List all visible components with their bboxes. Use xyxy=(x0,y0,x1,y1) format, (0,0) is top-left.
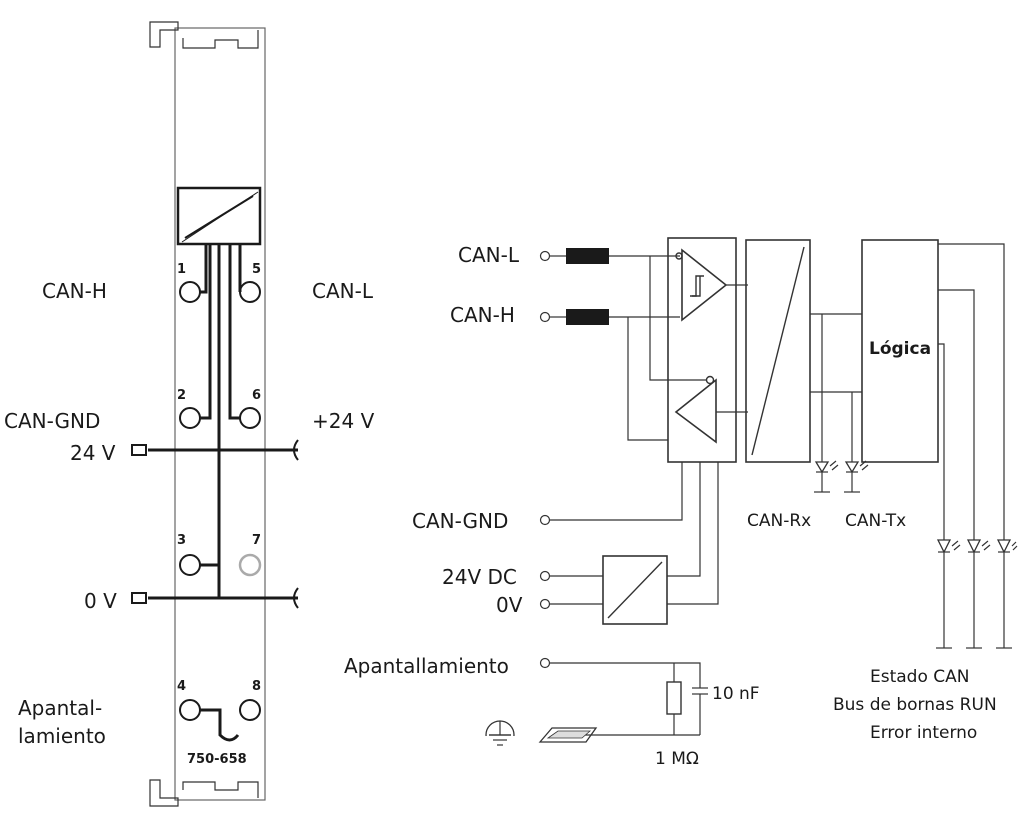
terminal-number-8: 8 xyxy=(252,679,261,694)
terminal-number-2: 2 xyxy=(177,388,186,403)
label-can-rx: CAN-Rx xyxy=(747,511,811,531)
resistor-label: 1 MΩ xyxy=(655,749,699,769)
status-label-run: Bus de bornas RUN xyxy=(833,695,997,715)
part-number: 750-658 xyxy=(187,752,247,767)
terminal-module: 1 2 3 4 5 6 7 8 750-658 xyxy=(131,21,299,807)
terminal-6 xyxy=(239,407,261,429)
converter-block xyxy=(176,186,262,246)
led-error-icon xyxy=(996,539,1018,649)
input-0v: 0V xyxy=(496,593,523,617)
terminal-number-1: 1 xyxy=(177,262,186,277)
terminal-8 xyxy=(239,699,261,721)
terminal-number-6: 6 xyxy=(252,388,261,403)
terminal-7 xyxy=(238,553,262,577)
terminal-number-4: 4 xyxy=(177,679,186,694)
input-can-gnd: CAN-GND xyxy=(412,509,508,533)
input-can-h: CAN-H xyxy=(450,303,515,327)
status-label-can: Estado CAN xyxy=(870,667,970,687)
led-run-icon xyxy=(966,539,991,649)
logic-label: Lógica xyxy=(869,339,931,359)
schematic: CAN-L CAN-H CAN-GND 24V DC 0V Apantallam… xyxy=(344,237,1018,769)
label-0v: 0 V xyxy=(84,589,117,613)
terminal-4 xyxy=(179,699,201,721)
terminal-number-3: 3 xyxy=(177,533,186,548)
terminal-1 xyxy=(179,281,201,303)
terminal-2 xyxy=(179,407,201,429)
terminal-number-5: 5 xyxy=(252,262,261,277)
din-rail-icon xyxy=(538,727,598,743)
capacitor-icon xyxy=(692,687,708,735)
label-24v: 24 V xyxy=(70,441,116,465)
label-can-h: CAN-H xyxy=(42,279,107,303)
resistor-icon xyxy=(666,681,682,715)
logic-block: Lógica xyxy=(861,239,939,463)
label-can-gnd: CAN-GND xyxy=(4,409,100,433)
status-label-error: Error interno xyxy=(870,723,977,743)
input-can-l: CAN-L xyxy=(458,243,520,267)
choke-can-l xyxy=(550,248,680,264)
input-shield: Apantallamiento xyxy=(344,654,509,678)
terminal-5 xyxy=(239,281,261,303)
power-converter xyxy=(602,555,668,625)
terminal-3 xyxy=(179,554,201,576)
label-plus-24v: +24 V xyxy=(312,409,375,433)
choke-can-h xyxy=(550,309,680,325)
led-tx-icon xyxy=(844,460,869,493)
ground-icon xyxy=(484,720,516,752)
capacitor-label: 10 nF xyxy=(712,684,760,704)
label-can-tx: CAN-Tx xyxy=(845,511,906,531)
transceiver-block xyxy=(627,237,748,463)
input-24v-dc: 24V DC xyxy=(442,565,517,589)
terminal-number-7: 7 xyxy=(252,533,261,548)
led-status-icon xyxy=(936,539,961,649)
label-shield-line2: lamiento xyxy=(18,724,106,748)
label-shield-line1: Apantal- xyxy=(18,696,102,720)
led-rx-icon xyxy=(814,460,839,493)
isolator-block xyxy=(745,239,811,463)
label-can-l: CAN-L xyxy=(312,279,374,303)
